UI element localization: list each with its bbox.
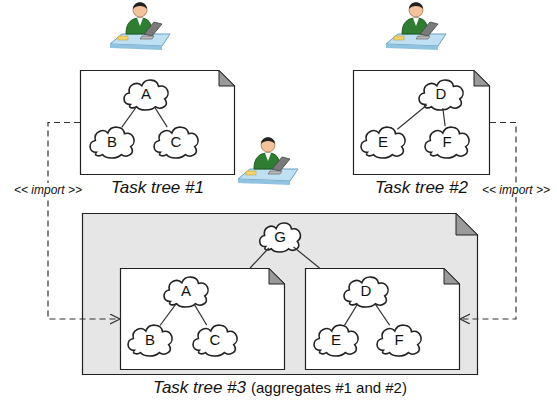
tree-link (160, 304, 176, 326)
document-node: DEF (305, 268, 460, 370)
document-shape (353, 70, 490, 175)
cloud-node: E (357, 124, 409, 158)
document-outline (306, 269, 460, 370)
cloud-label: B (124, 322, 176, 356)
cloud-label: B (86, 124, 138, 158)
import-label: << import >> (480, 183, 552, 197)
cloud-label: C (150, 124, 202, 158)
cloud-node: B (86, 124, 138, 158)
cloud-label: A (160, 274, 212, 307)
cloud-node: C (150, 124, 202, 158)
document-node: ABC (120, 268, 285, 370)
folded-corner (444, 269, 460, 285)
document-node: Task tree #3(aggregates #1 and #2)GABCDE… (82, 213, 478, 375)
tree-link (250, 248, 269, 268)
document-caption: Task tree #3 (aggregates #1 and #2) (153, 378, 407, 398)
cloud-label: D (415, 77, 467, 110)
document-caption: Task tree #2 (375, 178, 468, 198)
cloud-node: D (340, 274, 392, 307)
document-caption: Task tree #1 (111, 178, 204, 198)
cloud-label: F (373, 322, 425, 356)
folded-corner (269, 269, 285, 285)
tree-title: Task tree #3 (153, 378, 246, 397)
tree-link (294, 247, 320, 268)
folded-corner (219, 71, 235, 87)
cloud-label: G (256, 220, 304, 252)
tree-link (194, 304, 207, 325)
cloud-label: F (421, 124, 473, 158)
cloud-node: E (310, 322, 362, 356)
cloud-label: A (120, 77, 172, 110)
tree-note: (aggregates #1 and #2) (251, 379, 407, 396)
cloud-node: C (189, 322, 241, 356)
import-label: << import >> (12, 183, 84, 197)
cloud-node: F (421, 124, 473, 158)
document-outline (354, 71, 490, 175)
document-outline (121, 269, 285, 370)
document-node: Task tree #1ABC (80, 70, 235, 175)
folded-corner (456, 214, 478, 236)
document-outline (81, 71, 235, 175)
tree-link (397, 105, 426, 129)
tree-link (122, 107, 137, 128)
cloud-node: B (124, 322, 176, 356)
document-outline (83, 214, 478, 375)
cloud-label: E (357, 124, 409, 158)
cloud-node: A (120, 77, 172, 110)
cloud-node: D (415, 77, 467, 110)
tree-link (345, 304, 358, 325)
cloud-label: D (340, 274, 392, 307)
cloud-node: G (256, 220, 304, 252)
cloud-label: C (189, 322, 241, 356)
tree-link (155, 107, 168, 127)
cloud-label: E (310, 322, 362, 356)
import-arrow (48, 123, 120, 320)
tree-link (375, 304, 390, 325)
import-arrow (460, 123, 516, 320)
cloud-node: F (373, 322, 425, 356)
document-node: Task tree #2DEF (353, 70, 490, 175)
tree-title: Task tree #1 (111, 178, 204, 197)
folded-corner (474, 71, 490, 87)
cloud-node: A (160, 274, 212, 307)
tree-title: Task tree #2 (375, 178, 468, 197)
tree-link (443, 108, 445, 126)
